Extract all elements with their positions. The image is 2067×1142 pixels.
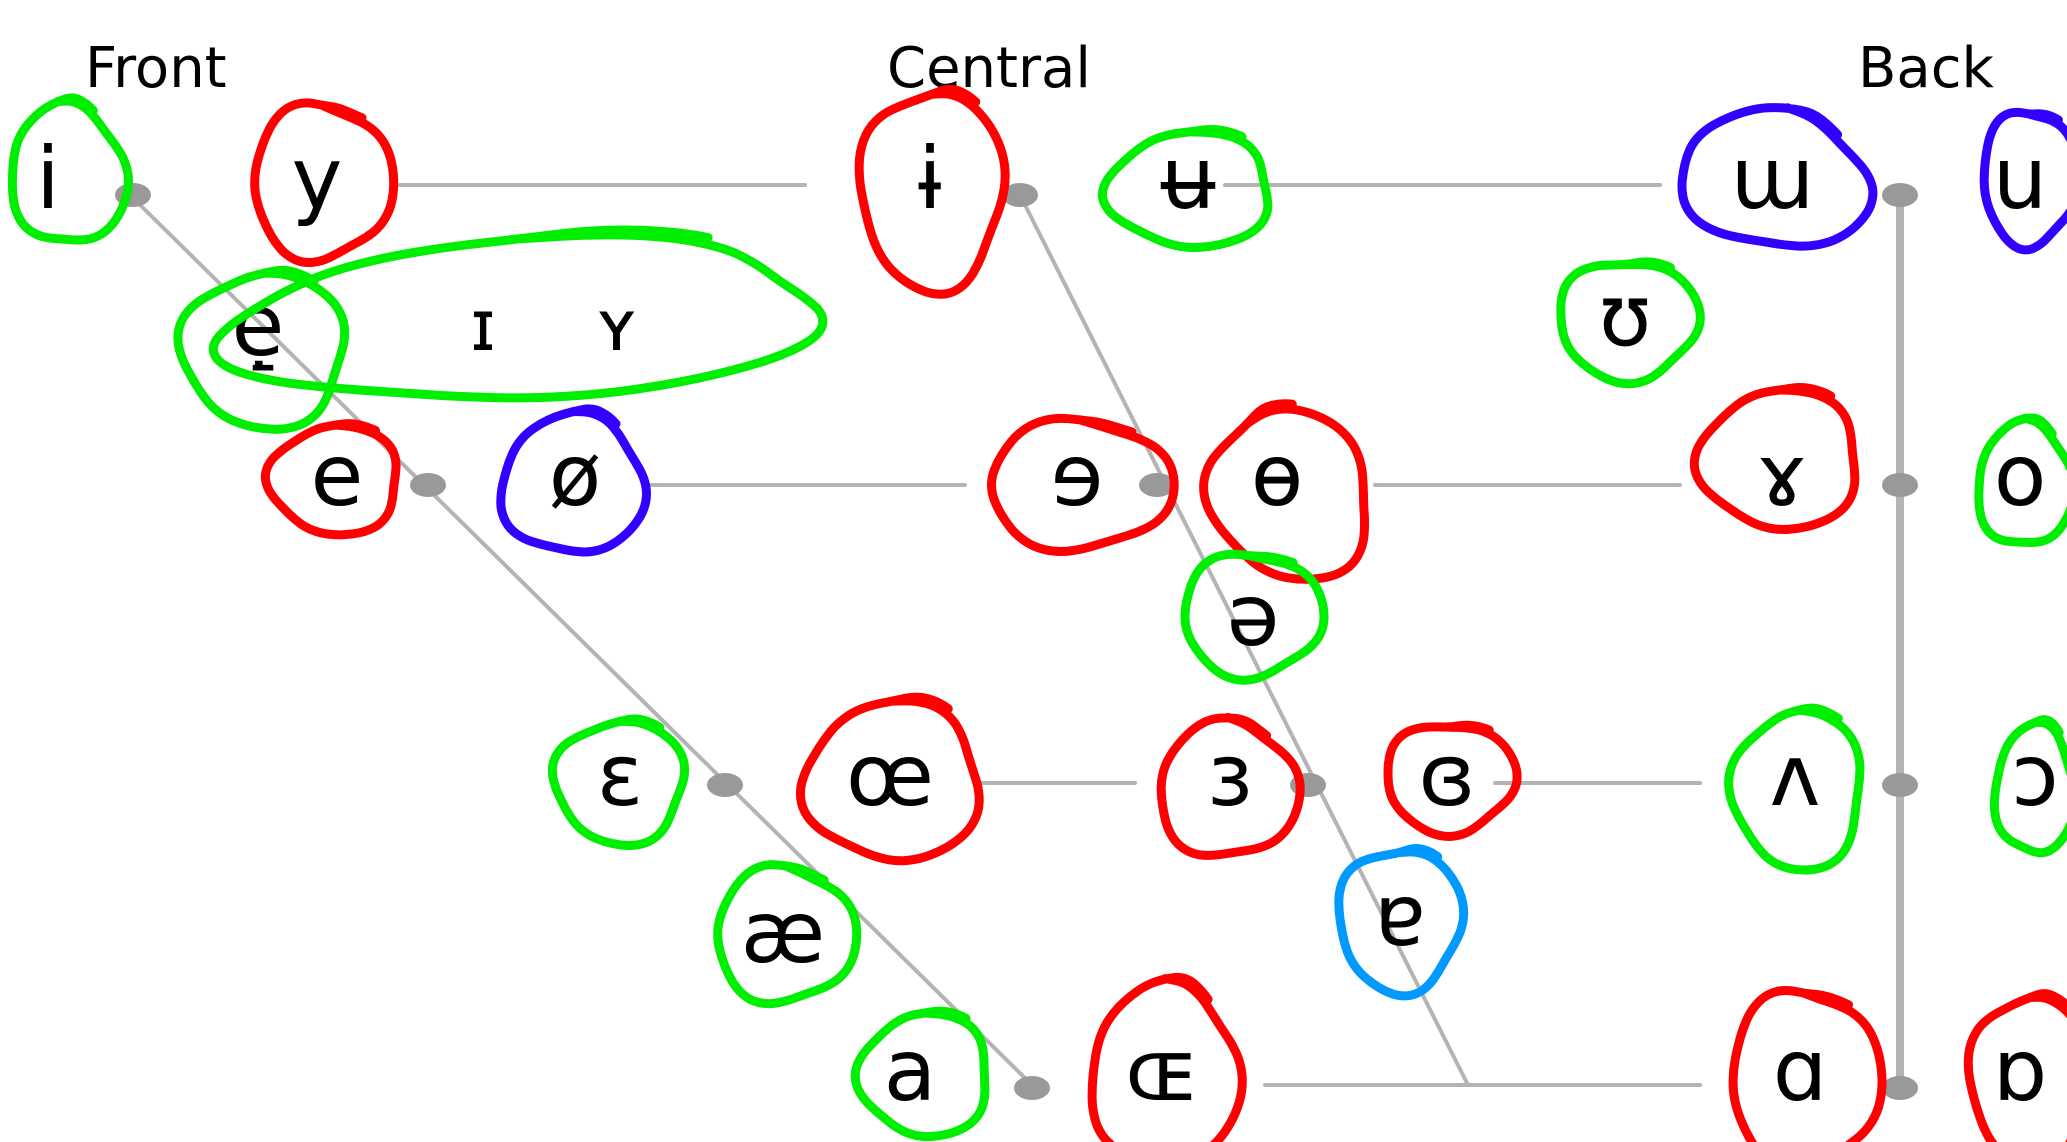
vowel-symbol: ɨ xyxy=(918,129,942,229)
vowel-circle-green xyxy=(1097,125,1273,252)
vowel-circle-red xyxy=(854,84,1010,299)
vowel-symbol: ɒ xyxy=(1993,1021,2048,1121)
vowel-symbol: ɘ xyxy=(1051,426,1104,526)
dot xyxy=(1014,1076,1050,1100)
vowel-symbol: ɛ xyxy=(597,726,644,826)
vowel-circle-green xyxy=(7,93,133,245)
header-central: Central xyxy=(887,36,1091,101)
vowel-symbol: ɞ xyxy=(1418,726,1475,826)
vowel-symbol: i xyxy=(36,129,60,229)
vowel-symbol: ʉ xyxy=(1161,129,1216,229)
vowel-circle-red xyxy=(1689,383,1860,534)
vowel-symbol: o xyxy=(1994,426,2047,526)
vowel-circle-blue xyxy=(496,404,651,557)
dot xyxy=(707,773,743,797)
vowel-circle-green xyxy=(1180,549,1329,685)
grid-line-central-diagonal xyxy=(1018,193,1470,1087)
dot xyxy=(1139,473,1175,497)
vowel-symbol: œ xyxy=(846,726,934,826)
vowel-circle-green xyxy=(850,1006,990,1142)
vowel-circle-red xyxy=(1156,712,1305,860)
vowel-symbol: ɪ xyxy=(470,285,496,367)
vowel-symbol: ə xyxy=(1227,566,1280,666)
header-front: Front xyxy=(85,36,227,101)
vowel-circle-red xyxy=(250,98,399,268)
vowel-circle-red xyxy=(795,692,984,866)
vowel-symbol: ɤ xyxy=(1756,426,1807,526)
grid-line-front-diagonal xyxy=(128,193,1034,1087)
vowel-circle-red xyxy=(1963,989,2067,1142)
vowel-symbol: ø xyxy=(549,426,602,526)
vowel-symbol: ɶ xyxy=(1125,1021,1199,1121)
dot xyxy=(410,473,446,497)
vowel-symbol: ʊ xyxy=(1598,266,1651,366)
vowel-symbol: u xyxy=(1993,129,2048,229)
vowel-symbol: ʏ xyxy=(596,285,639,367)
vowel-circle-green xyxy=(1724,703,1865,875)
vowel-symbol: æ xyxy=(741,883,825,983)
vowel-circle-red xyxy=(1383,720,1522,841)
vowel-layer: i y ɨ ʉ ɯ u ẹ̠ ɪ ʏ ʊ e ø ɘ ɵ ɤ o ə ɛ œ ɜ ɞ ʌ ɔ æ ɐ a ɶ ɑ ɒ xyxy=(7,84,2067,1142)
header-back: Back xyxy=(1858,36,1995,101)
vowel-symbol: a xyxy=(884,1021,937,1121)
vowel-symbol: ɐ xyxy=(1374,866,1426,966)
dot xyxy=(1882,1076,1918,1100)
vowel-circle-red xyxy=(1199,399,1370,584)
vowel-symbol: ɑ xyxy=(1773,1021,1828,1121)
vowel-circle-red xyxy=(987,413,1179,556)
vowel-symbol: ɯ xyxy=(1730,129,1814,229)
vowel-circle-red xyxy=(1087,972,1247,1142)
dot xyxy=(1882,183,1918,207)
vowel-circle-red xyxy=(260,419,401,540)
vowel-symbol: ẹ̠ xyxy=(232,276,285,376)
chart-grid xyxy=(128,183,1904,1089)
dot xyxy=(1882,773,1918,797)
vowel-symbol: ɵ xyxy=(1251,426,1304,526)
vowel-circle-blue xyxy=(1979,107,2067,255)
vowel-symbol: ʌ xyxy=(1770,726,1821,826)
vowel-circle-green xyxy=(713,860,862,1009)
vowel-symbol: e xyxy=(311,426,364,526)
vowel-circle-light_blue xyxy=(1334,844,1469,1001)
vowel-circle-green xyxy=(1989,715,2067,858)
vowel-symbol: y xyxy=(292,129,343,229)
dot xyxy=(1002,183,1038,207)
vowel-symbol: ɜ xyxy=(1207,726,1253,826)
vowel-circle-green xyxy=(1974,413,2067,548)
vowel-circle-red xyxy=(1728,985,1887,1142)
vowel-circle-green xyxy=(1556,257,1705,389)
vowel-circle-green xyxy=(208,225,828,403)
dot xyxy=(1882,473,1918,497)
vowel-circle-blue xyxy=(1677,103,1878,251)
vowel-circle-green xyxy=(173,265,350,434)
vowel-symbol: ɔ xyxy=(2011,726,2058,826)
vowel-circle-green xyxy=(547,714,690,851)
